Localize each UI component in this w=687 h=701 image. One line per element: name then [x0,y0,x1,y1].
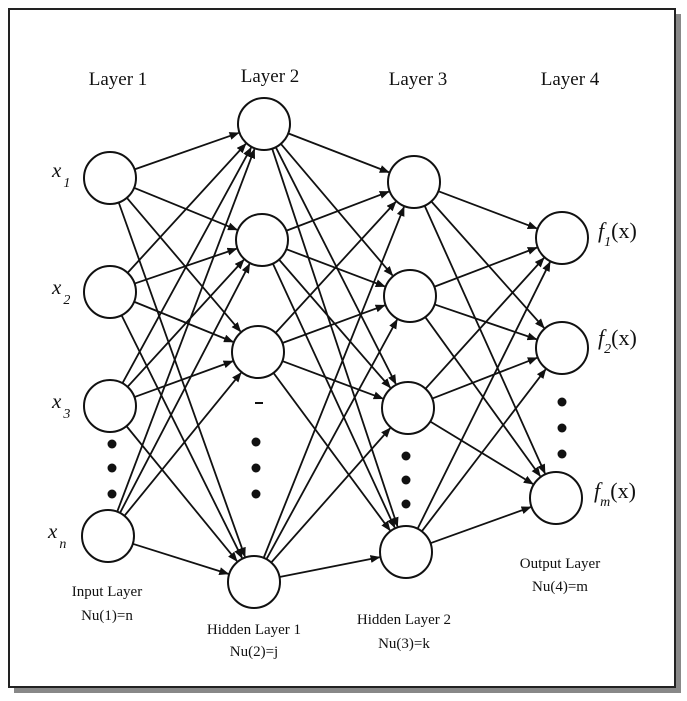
neuron-layer2-1 [237,97,291,151]
ellipsis-dot-3-3 [401,499,411,509]
svg-text:f2(x): f2(x) [598,325,637,357]
neuron-layer2-2 [235,213,289,267]
connection-l2-1-to-4 [271,148,399,528]
frame-shadow-bottom [14,688,681,693]
connection-l3-4-to-3 [430,506,532,545]
connection-l2-1-to-2 [280,143,394,277]
connection-l3-3-to-2 [431,356,538,400]
neuron-layer1-1 [83,151,137,205]
ellipsis-dot-1-1 [107,439,117,449]
connection-l1-4-to-1 [116,148,256,513]
connection-l1-4-to-3 [123,372,242,517]
connection-l3-1-to-2 [430,200,545,329]
neuron-layer4-3 [529,471,583,525]
output-layer-count: Nu(4)=m [532,579,588,595]
output-label-1: f1(x) [598,218,637,250]
input-label-2: x2 [51,275,70,308]
connection-l2-4-to-2 [265,318,398,560]
connection-l3-4-to-1 [416,261,551,530]
input-label-n: xn [47,519,66,552]
connection-l2-3-to-3 [282,360,384,400]
connection-l3-3-to-1 [424,257,545,390]
connection-l1-3-to-3 [134,360,234,398]
svg-text:f1(x): f1(x) [598,218,637,250]
layer-4-title: Layer 4 [541,69,600,90]
connection-l2-2-to-1 [285,190,390,232]
neuron-layer3-3 [381,381,435,435]
neuron-layer2-3 [231,325,285,379]
output-label-2: f2(x) [598,325,637,357]
connection-l1-2-to-3 [133,300,234,343]
hidden-layer-2-caption: Hidden Layer 2 [357,612,451,628]
layer-2-title: Layer 2 [241,66,300,87]
connection-l3-1-to-3 [423,205,546,475]
connection-l1-3-to-1 [121,146,252,384]
svg-text:x1: x1 [51,158,70,191]
layer-1-title: Layer 1 [89,69,148,90]
connection-l2-1-to-1 [287,132,390,174]
ellipsis-dot-3-1 [401,451,411,461]
connections [116,132,551,578]
neuron-layer4-1 [535,211,589,265]
connection-l2-4-to-1 [262,206,405,559]
svg-text:fm(x): fm(x) [594,478,636,510]
hidden-layer-1-count: Nu(2)=j [230,644,278,660]
ellipsis-dot-1-2 [107,463,117,473]
connection-l1-1-to-3 [126,197,242,333]
neuron-layer3-4 [379,525,433,579]
connection-l2-3-to-2 [282,304,386,344]
layer-3-title: Layer 3 [389,69,448,90]
ellipsis-dot-1-3 [107,489,117,499]
connection-l1-2-to-1 [126,143,247,274]
input-layer-count: Nu(1)=n [81,608,133,624]
connection-l2-4-to-3 [270,427,391,564]
input-label-3: x3 [51,389,70,422]
connection-l2-3-to-1 [274,201,397,334]
hidden-layer-1-caption: Hidden Layer 1 [207,622,301,638]
ellipsis-dot-2-3 [251,489,261,499]
ellipsis-dot-2-1 [251,437,261,447]
connection-l1-1-to-1 [134,132,240,171]
connection-l1-4-to-4 [132,542,230,575]
connection-l1-3-to-2 [126,259,245,388]
connection-l2-4-to-4 [279,555,381,578]
output-layer-caption: Output Layer [520,556,600,572]
ellipsis-dot-2-2 [251,463,261,473]
connection-l3-4-to-2 [421,368,547,532]
connection-l2-3-to-4 [272,372,391,532]
input-label-1: x1 [51,158,70,191]
neuron-layer1-4 [81,509,135,563]
neuron-layer2-4 [227,555,281,609]
svg-text:xn: xn [47,519,66,552]
frame-shadow-right [676,14,681,690]
ellipsis-dot-3-2 [401,475,411,485]
connection-l1-3-to-4 [125,425,238,562]
svg-text:x3: x3 [51,389,70,422]
ellipsis-dot-4-1 [557,397,567,407]
connection-l3-2-to-1 [433,246,538,288]
connection-l1-4-to-2 [119,263,251,514]
neurons [81,97,589,609]
connection-l2-1-to-3 [274,146,397,385]
hidden-layer-2-count: Nu(3)=k [378,636,430,652]
neuron-layer3-1 [387,155,441,209]
connection-l3-1-to-1 [437,190,538,230]
svg-text:x2: x2 [51,275,70,308]
input-layer-caption: Input Layer [72,584,142,600]
neuron-layer1-2 [83,265,137,319]
neuron-layer1-3 [83,379,137,433]
connection-l1-2-to-4 [120,314,243,559]
ellipsis-dot-4-3 [557,449,567,459]
connection-l2-2-to-4 [272,263,396,529]
output-label-m: fm(x) [594,478,636,510]
ellipsis-dots [107,397,567,509]
neuron-layer4-2 [535,321,589,375]
neuron-layer3-2 [383,269,437,323]
ellipsis-dot-4-2 [557,423,567,433]
